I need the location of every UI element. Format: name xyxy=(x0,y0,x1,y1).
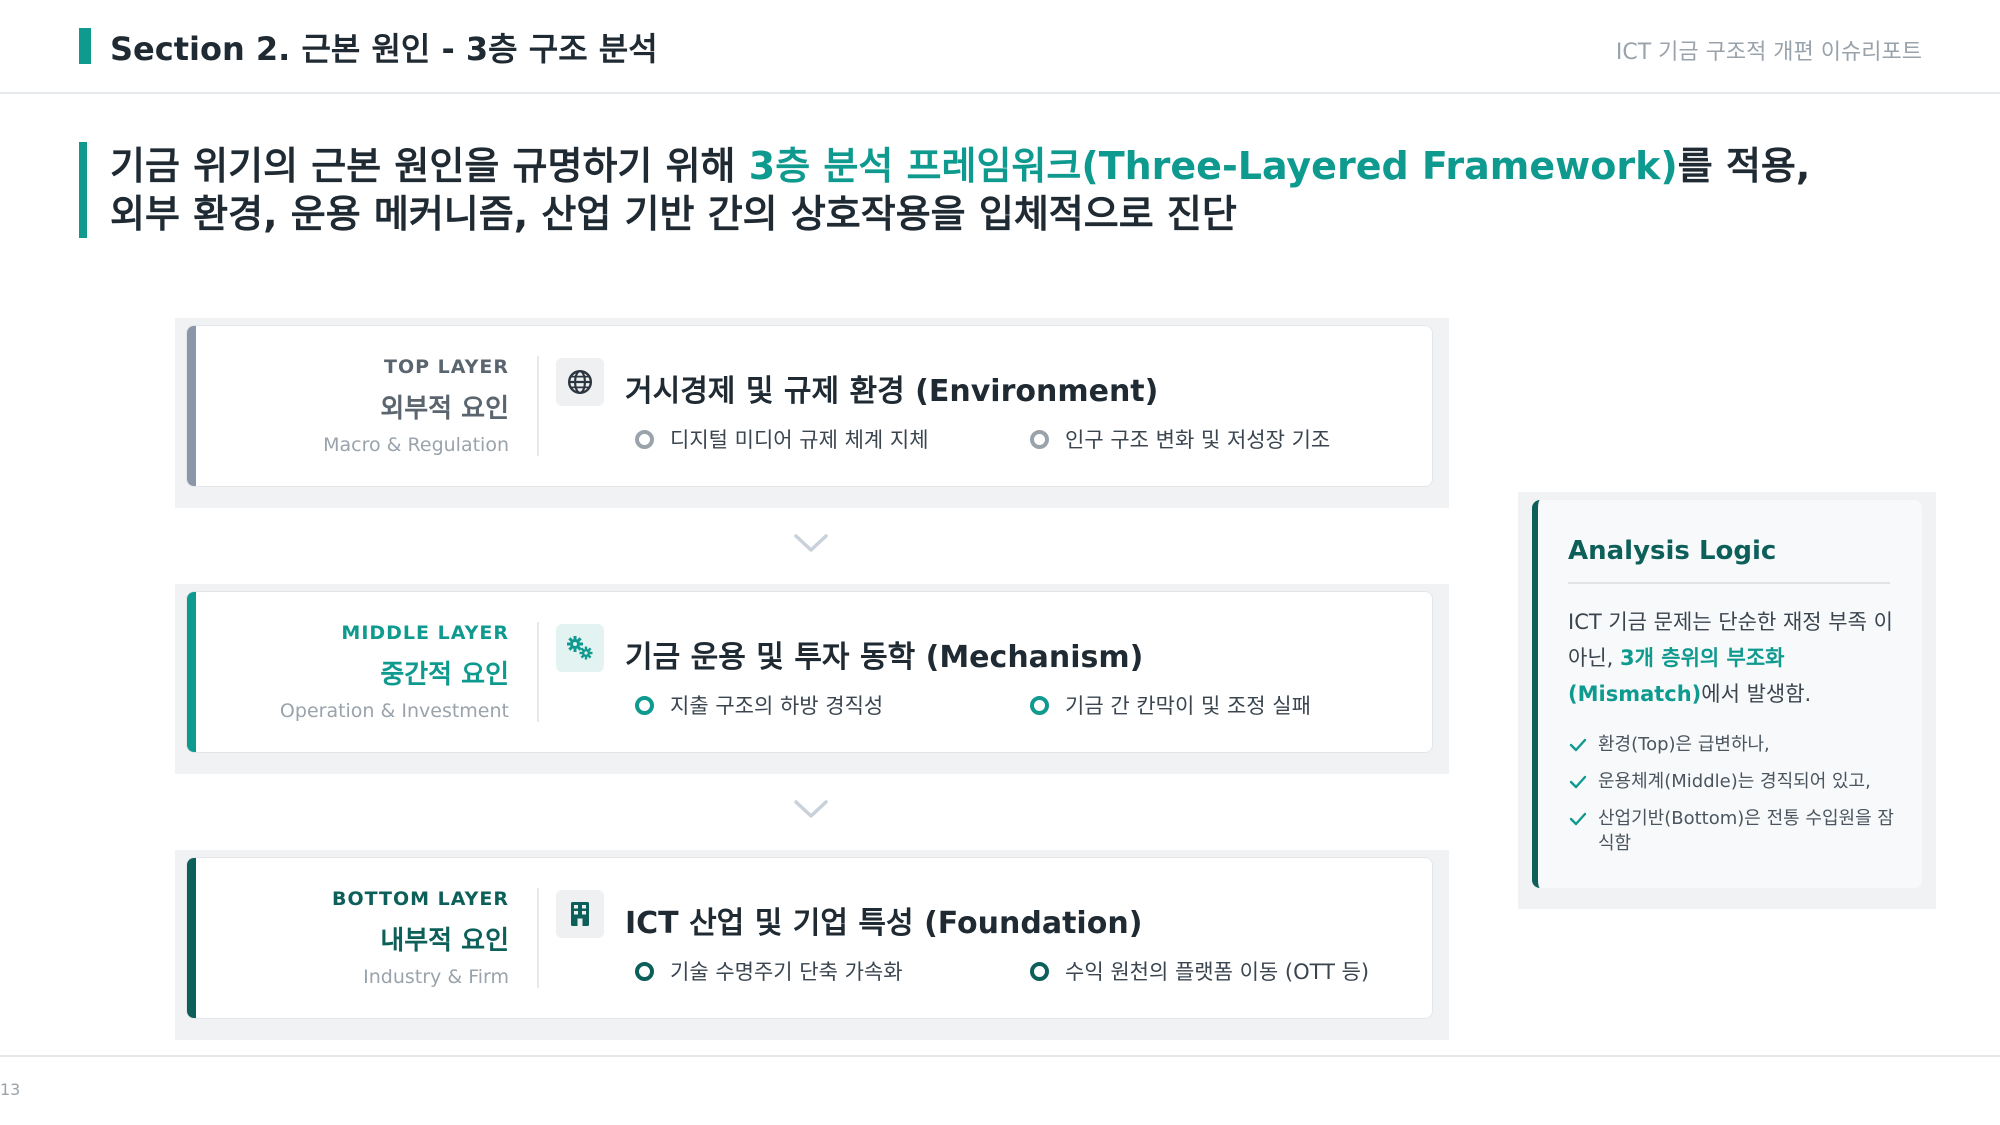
layer-middle-card: MIDDLE LAYER 중간적 요인 Operation & Investme… xyxy=(186,591,1433,753)
bullet-dot-icon xyxy=(635,961,654,981)
layer-tag: BOTTOM LAYER xyxy=(331,888,509,910)
chevron-down-icon xyxy=(794,534,828,552)
bullet-text: 기술 수명주기 단축 가속화 xyxy=(670,960,903,984)
layer-subtitle: Operation & Investment xyxy=(279,700,509,722)
report-name: ICT 기금 구조적 개편 이슈리포트 xyxy=(1615,40,1922,65)
layer-top-label: TOP LAYER 외부적 요인 Macro & Regulation xyxy=(199,326,529,486)
layer-middle: MIDDLE LAYER 중간적 요인 Operation & Investme… xyxy=(175,584,1449,774)
bullet-text: 디지털 미디어 규제 체계 지체 xyxy=(670,428,929,452)
check-icon xyxy=(1569,775,1587,789)
layer-middle-accent xyxy=(187,592,196,752)
analysis-logic-panel: Analysis Logic ICT 기금 문제는 단순한 재정 부족 이 아닌… xyxy=(1518,492,1936,909)
layer-subtitle: Macro & Regulation xyxy=(323,434,509,456)
layer-divider xyxy=(537,888,539,988)
layer-middle-label: MIDDLE LAYER 중간적 요인 Operation & Investme… xyxy=(199,592,529,752)
analysis-logic-title: Analysis Logic xyxy=(1568,536,1777,566)
layer-divider xyxy=(537,356,539,456)
layer-bullet: 기술 수명주기 단축 가속화 xyxy=(635,956,903,986)
bullet-text: 기금 간 칸막이 및 조정 실패 xyxy=(1065,694,1311,718)
lead-highlight: 3층 분석 프레임워크(Three-Layered Framework) xyxy=(748,144,1678,188)
analysis-logic-body: ICT 기금 문제는 단순한 재정 부족 이 아닌, 3개 층위의 부조화 (M… xyxy=(1568,604,1908,712)
bullet-dot-icon xyxy=(1030,695,1049,715)
layer-divider xyxy=(537,622,539,722)
page-header: Section 2. 근본 원인 - 3층 구조 분석 ICT 기금 구조적 개… xyxy=(0,0,2000,94)
layer-bottom: BOTTOM LAYER 내부적 요인 Industry & Firm ICT … xyxy=(175,850,1449,1040)
lead-line-1: 기금 위기의 근본 원인을 규명하기 위해 3층 분석 프레임워크(Three-… xyxy=(110,142,1810,190)
building-icon xyxy=(556,890,604,938)
logic-body-prefix: ICT 기금 문제는 단순한 재정 부족 이 아닌, xyxy=(1568,610,1893,670)
globe-icon xyxy=(556,358,604,406)
lead-statement: 기금 위기의 근본 원인을 규명하기 위해 3층 분석 프레임워크(Three-… xyxy=(110,142,1810,238)
lead-accent-bar xyxy=(79,142,87,238)
layer-bullet: 수익 원천의 플랫폼 이동 (OTT 등) xyxy=(1030,956,1369,986)
layer-top-accent xyxy=(187,326,196,486)
lead-line1-prefix: 기금 위기의 근본 원인을 규명하기 위해 xyxy=(110,144,749,188)
layer-top: TOP LAYER 외부적 요인 Macro & Regulation 거시경제… xyxy=(175,318,1449,508)
layer-bottom-card: BOTTOM LAYER 내부적 요인 Industry & Firm ICT … xyxy=(186,857,1433,1019)
layer-heading: 기금 운용 및 투자 동학 (Mechanism) xyxy=(625,640,1144,675)
bullet-text: 인구 구조 변화 및 저성장 기조 xyxy=(1065,428,1331,452)
layer-bottom-label: BOTTOM LAYER 내부적 요인 Industry & Firm xyxy=(199,858,529,1018)
logic-item-text: 환경(Top)은 급변하나, xyxy=(1598,734,1770,755)
footer-divider xyxy=(0,1055,2000,1057)
layer-top-card: TOP LAYER 외부적 요인 Macro & Regulation 거시경제… xyxy=(186,325,1433,487)
logic-body-highlight: 3개 층위의 부조화 (Mismatch) xyxy=(1568,646,1785,706)
layer-tag: TOP LAYER xyxy=(383,356,509,378)
page-number: 13 xyxy=(0,1080,21,1099)
lead-line1-suffix: 를 적용, xyxy=(1677,144,1811,188)
layer-bullet: 인구 구조 변화 및 저성장 기조 xyxy=(1030,424,1330,454)
bullet-text: 수익 원천의 플랫폼 이동 (OTT 등) xyxy=(1065,960,1370,984)
check-icon xyxy=(1569,812,1587,826)
layer-name: 내부적 요인 xyxy=(380,926,509,956)
logic-item-text: 운용체계(Middle)는 경직되어 있고, xyxy=(1598,771,1871,792)
logic-list-item: 환경(Top)은 급변하나, xyxy=(1568,732,1908,757)
layer-name: 외부적 요인 xyxy=(380,394,509,424)
layer-bottom-accent xyxy=(187,858,196,1018)
layer-subtitle: Industry & Firm xyxy=(363,966,509,988)
logic-list-item: 산업기반(Bottom)은 전통 수입원을 잠식함 xyxy=(1568,806,1908,856)
logic-item-text: 산업기반(Bottom)은 전통 수입원을 잠식함 xyxy=(1598,808,1894,854)
chevron-down-icon xyxy=(794,800,828,818)
logic-list-item: 운용체계(Middle)는 경직되어 있고, xyxy=(1568,769,1908,794)
layer-tag: MIDDLE LAYER xyxy=(341,622,509,644)
layer-bullet: 디지털 미디어 규제 체계 지체 xyxy=(635,424,929,454)
layer-heading: ICT 산업 및 기업 특성 (Foundation) xyxy=(625,906,1143,941)
check-icon xyxy=(1569,738,1587,752)
analysis-logic-card: Analysis Logic ICT 기금 문제는 단순한 재정 부족 이 아닌… xyxy=(1532,500,1922,888)
lead-line-2: 외부 환경, 운용 메커니즘, 산업 기반 간의 상호작용을 입체적으로 진단 xyxy=(110,192,1237,236)
section-title: Section 2. 근본 원인 - 3층 구조 분석 xyxy=(110,30,658,68)
header-accent-bar xyxy=(79,28,91,64)
divider xyxy=(1568,582,1890,584)
layer-name: 중간적 요인 xyxy=(380,660,509,690)
bullet-dot-icon xyxy=(1030,429,1049,449)
gears-icon xyxy=(556,624,604,672)
logic-body-suffix: 에서 발생함. xyxy=(1701,682,1812,706)
bullet-dot-icon xyxy=(635,695,654,715)
analysis-logic-list: 환경(Top)은 급변하나, 운용체계(Middle)는 경직되어 있고, 산업… xyxy=(1568,732,1908,868)
bullet-dot-icon xyxy=(635,429,654,449)
layer-bullet: 지출 구조의 하방 경직성 xyxy=(635,690,883,720)
layer-bullet: 기금 간 칸막이 및 조정 실패 xyxy=(1030,690,1311,720)
bullet-dot-icon xyxy=(1030,961,1049,981)
bullet-text: 지출 구조의 하방 경직성 xyxy=(670,694,884,718)
layer-heading: 거시경제 및 규제 환경 (Environment) xyxy=(625,374,1159,409)
